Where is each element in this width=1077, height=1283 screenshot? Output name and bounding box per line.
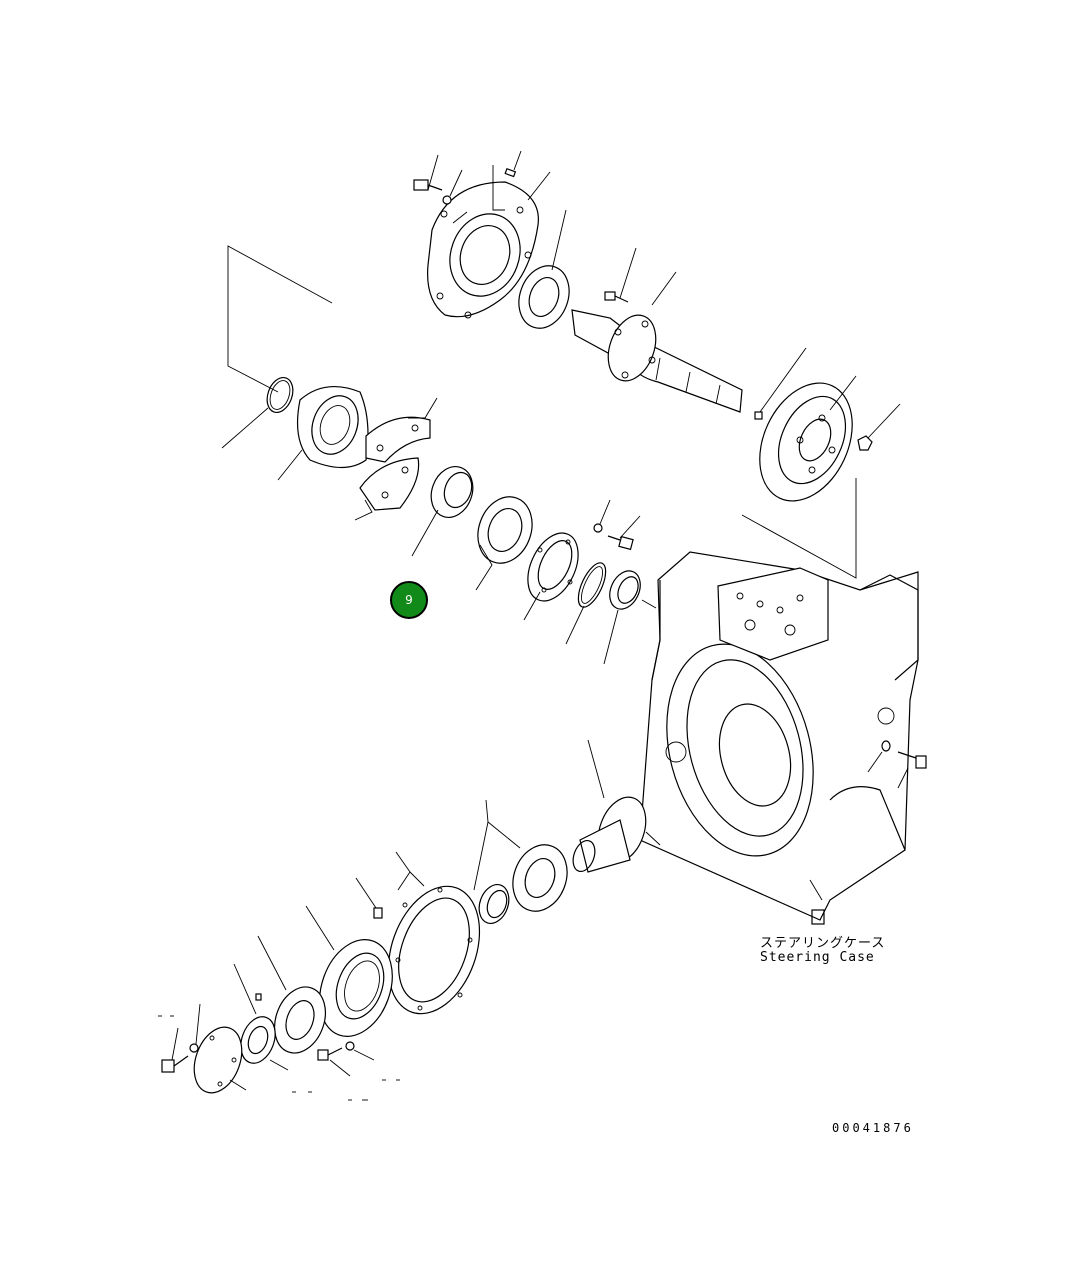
cover-washer <box>442 169 463 205</box>
lower-cage <box>305 905 393 1038</box>
cover-bolt <box>413 154 443 191</box>
bearing-cage-cover <box>427 181 539 319</box>
steering-case-label-en: Steering Case <box>760 950 875 965</box>
flange-plug <box>355 877 383 919</box>
cover-dowel-pin <box>492 150 522 211</box>
gear-nut <box>857 403 901 451</box>
brake-plate-lower <box>354 457 420 521</box>
shaft-bolt <box>604 247 637 303</box>
spacer-ring <box>523 532 579 621</box>
pinion-shaft <box>571 271 743 413</box>
end-washer <box>189 1003 201 1053</box>
brake-housing <box>277 386 369 481</box>
friction-plate <box>475 496 533 591</box>
lock-pin <box>255 993 262 1001</box>
gear-bolt-small <box>754 347 807 420</box>
case-bolt <box>897 751 927 789</box>
brake-plate-upper <box>365 397 438 463</box>
reference-dashes <box>158 1015 400 1101</box>
lower-bearing <box>512 844 568 912</box>
snap-ring <box>565 562 607 645</box>
steering-case <box>639 551 919 925</box>
steering-case-label-jp: ステアリングケース <box>760 936 886 951</box>
cage-bolt <box>317 1047 351 1077</box>
lower-bearing-race <box>478 884 510 924</box>
o-ring <box>221 376 294 449</box>
end-bolt <box>161 1027 189 1073</box>
spacer-bolt <box>607 515 641 551</box>
lock-nut <box>233 963 289 1071</box>
flange-plate <box>387 851 481 1015</box>
cage-washer <box>345 1041 375 1061</box>
outer-bearing <box>257 935 326 1054</box>
spacer-washer <box>593 499 611 533</box>
bracket-group-lines <box>227 245 333 393</box>
lower-pinion <box>572 739 647 873</box>
case-washer <box>867 740 891 773</box>
end-cover-plate <box>193 1026 247 1094</box>
bevel-gear <box>741 375 857 579</box>
hub-sleeve <box>411 466 474 557</box>
bearing-race <box>603 570 641 665</box>
top-bearing <box>518 209 570 329</box>
drawing-number: 00041876 <box>832 1121 914 1135</box>
callout-badge[interactable]: 9 <box>390 581 428 619</box>
